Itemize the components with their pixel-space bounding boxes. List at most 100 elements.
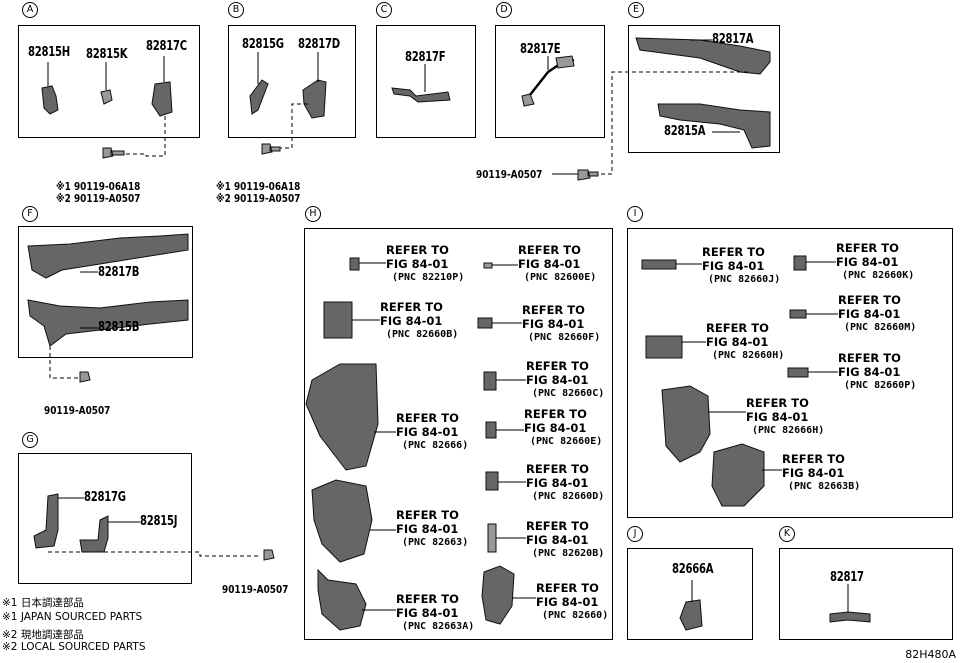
- bolt-g[interactable]: 90119-A0507: [222, 583, 289, 596]
- part-number-82815b[interactable]: 82815B: [98, 320, 140, 335]
- h-part-82660C: [483, 371, 497, 391]
- part-number-82817e[interactable]: 82817E: [520, 42, 561, 57]
- section-label-i: I: [627, 206, 643, 222]
- box-h: [304, 228, 613, 640]
- ref-line: FIG 84-01: [746, 410, 809, 424]
- section-label-j: J: [627, 526, 643, 542]
- section-label-g: G: [22, 432, 38, 448]
- section-label-e: E: [628, 2, 644, 18]
- ref-pnc: (PNC 82663): [402, 537, 469, 548]
- section-label-c: C: [376, 2, 392, 18]
- ref-line: REFER TO: [526, 519, 589, 533]
- ref-line: REFER TO: [522, 303, 585, 317]
- part-number-82815a[interactable]: 82815A: [664, 124, 706, 139]
- ref-pnc: (PNC 82660): [542, 610, 609, 621]
- section-label-k: K: [779, 526, 795, 542]
- bolt-b-local[interactable]: ※2 90119-A0507: [216, 192, 300, 205]
- bolt-b-japan[interactable]: ※1 90119-06A18: [216, 180, 300, 193]
- h-part-82660B: [323, 301, 353, 339]
- bolt-b-japan-number: 90119-06A18: [233, 180, 301, 193]
- h-part-82663: [311, 479, 373, 563]
- note-local-en: ※2 LOCAL SOURCED PARTS: [2, 641, 146, 653]
- bolt-a-local[interactable]: ※2 90119-A0507: [56, 192, 140, 205]
- bolt-a-japan[interactable]: ※1 90119-06A18: [56, 180, 140, 193]
- ref-line: REFER TO: [836, 241, 899, 255]
- ref-line: REFER TO: [702, 245, 765, 259]
- part-number-82817d[interactable]: 82817D: [298, 37, 340, 52]
- box-k: [779, 548, 953, 640]
- h-part-82660D: [485, 471, 499, 491]
- ref-pnc: (PNC 82660F): [528, 332, 601, 343]
- ref-pnc: (PNC 82660K): [842, 270, 915, 281]
- part-82666A-shape: [679, 599, 703, 631]
- box-d: [495, 25, 605, 138]
- part-number-82815h[interactable]: 82815H: [28, 45, 70, 60]
- h-part-82660: [481, 565, 515, 625]
- ref-pnc: (PNC 82600E): [524, 272, 597, 283]
- ref-line: FIG 84-01: [706, 335, 769, 349]
- ref-pnc: (PNC 82660J): [708, 274, 781, 285]
- ref-line: FIG 84-01: [838, 365, 901, 379]
- ref-line: FIG 84-01: [526, 373, 589, 387]
- box-g: [18, 453, 192, 584]
- ref-line: FIG 84-01: [836, 255, 899, 269]
- ref-pnc: (PNC 82666): [402, 440, 469, 451]
- part-82815G-shape: [249, 79, 269, 115]
- ref-pnc: (PNC 82660B): [386, 329, 459, 340]
- part-number-82815j[interactable]: 82815J: [140, 514, 178, 529]
- mark-1: ※1: [216, 180, 231, 193]
- ref-line: FIG 84-01: [396, 606, 459, 620]
- ref-pnc: (PNC 82620B): [532, 548, 605, 559]
- box-b: [228, 25, 356, 138]
- bolt-f-shape: [79, 371, 91, 383]
- part-82817G-shape: [33, 493, 59, 549]
- part-number-82817[interactable]: 82817: [830, 570, 864, 585]
- box-a: [18, 25, 200, 138]
- part-number-82817f[interactable]: 82817F: [405, 50, 446, 65]
- box-f: [18, 226, 193, 358]
- note-japan-jp: ※1 日本調達部品: [2, 597, 84, 609]
- ref-line: REFER TO: [746, 396, 809, 410]
- part-82817B-shape: [27, 233, 189, 279]
- ref-line: REFER TO: [526, 359, 589, 373]
- part-number-82815g[interactable]: 82815G: [242, 37, 284, 52]
- part-number-82817g[interactable]: 82817G: [84, 490, 126, 505]
- ref-line: FIG 84-01: [524, 421, 587, 435]
- bolt-g-shape: [263, 549, 275, 561]
- ref-pnc: (PNC 82663A): [402, 621, 475, 632]
- part-number-82817b[interactable]: 82817B: [98, 265, 140, 280]
- bolt-b-local-number: 90119-A0507: [233, 192, 301, 205]
- bolt-e-shape: [577, 169, 599, 181]
- part-82817F-shape: [391, 87, 451, 103]
- bolt-e[interactable]: 90119-A0507: [476, 168, 543, 181]
- mark-2: ※2: [56, 192, 71, 205]
- part-number-82815k[interactable]: 82815K: [86, 47, 128, 62]
- bolt-f[interactable]: 90119-A0507: [44, 404, 111, 417]
- part-number-82817a[interactable]: 82817A: [712, 32, 754, 47]
- ref-line: FIG 84-01: [396, 522, 459, 536]
- ref-pnc: (PNC 82660C): [532, 388, 605, 399]
- note-japan-en: ※1 JAPAN SOURCED PARTS: [2, 611, 143, 623]
- part-number-82817c[interactable]: 82817C: [146, 39, 187, 54]
- part-number-82666a[interactable]: 82666A: [672, 562, 714, 577]
- bolt-b-shape: [261, 143, 281, 155]
